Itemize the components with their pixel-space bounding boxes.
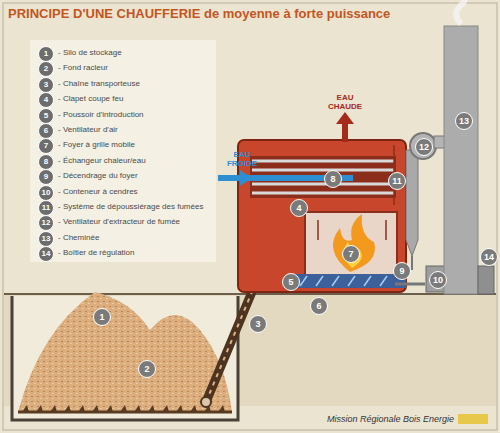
smoke (456, 0, 464, 24)
caption: Mission Régionale Bois Energie (327, 414, 454, 424)
legend-text: - Foyer à grille mobile (58, 140, 135, 149)
callout-number: 9 (393, 262, 411, 280)
legend-text: - Cheminée (58, 233, 99, 242)
wood-chips (18, 292, 232, 412)
callout-number: 12 (415, 138, 433, 156)
hot-water-arrow (336, 112, 354, 124)
boiler-body (238, 140, 406, 292)
callout-number: 7 (342, 245, 360, 263)
flue-arrows (318, 145, 394, 240)
legend-text: - Ventilateur d'air (58, 125, 118, 134)
callout-number: 11 (388, 172, 406, 190)
legend-number: 8 (38, 154, 54, 170)
furnace (305, 212, 397, 278)
legend-panel (30, 40, 216, 262)
pulley (201, 397, 211, 407)
smoke-fan (410, 133, 436, 159)
title: PRINCIPE D'UNE CHAUFFERIE de moyenne à f… (8, 6, 390, 21)
legend-text: - Système de dépoussiérage des fumées (58, 202, 203, 211)
legend-text: - Chaîne transporteuse (58, 79, 140, 88)
legend-number: 1 (38, 46, 54, 62)
legend-text: - Décendrage du foyer (58, 171, 138, 180)
legend-text: - Fond racleur (58, 63, 108, 72)
control-box (478, 266, 494, 294)
logo (458, 414, 488, 424)
frame (3, 3, 497, 430)
flame (333, 214, 375, 272)
legend-text: - Échangeur chaleur/eau (58, 156, 146, 165)
legend-number: 11 (38, 200, 54, 216)
ash-removal (395, 283, 425, 286)
hot-water-pipe (342, 122, 348, 142)
callout-number: 8 (324, 170, 342, 188)
cold-water-arrow (240, 170, 252, 186)
legend-text: - Clapet coupe feu (58, 94, 123, 103)
water-label: EAU CHAUDE (322, 93, 368, 111)
callout-number: 2 (138, 360, 156, 378)
moving-grate (294, 274, 406, 288)
chimney (444, 26, 478, 294)
legend-number: 10 (38, 185, 54, 201)
grate-arrows (300, 276, 387, 286)
legend-text: - Poussoir d'introduction (58, 110, 144, 119)
legend-number: 5 (38, 108, 54, 124)
legend-text: - Ventilateur d'extracteur de fumée (58, 217, 180, 226)
legend-number: 6 (38, 123, 54, 139)
water-label: EAU FROIDE (222, 150, 262, 168)
legend-number: 13 (38, 231, 54, 247)
callout-number: 14 (480, 248, 498, 266)
callout-number: 13 (455, 112, 473, 130)
dust-pipe (411, 256, 413, 270)
callout-number: 1 (93, 308, 111, 326)
scraper-teeth (22, 405, 225, 412)
callout-number: 4 (290, 199, 308, 217)
legend-text: - Silo de stockage (58, 48, 122, 57)
legend-text: - Conteneur à cendres (58, 187, 138, 196)
legend-number: 3 (38, 77, 54, 93)
callout-number: 5 (282, 273, 300, 291)
callout-number: 10 (429, 271, 447, 289)
callout-number: 6 (310, 297, 328, 315)
legend-text: - Boîtier de régulation (58, 248, 135, 257)
dust-removal (406, 150, 418, 256)
callout-number: 3 (249, 315, 267, 333)
